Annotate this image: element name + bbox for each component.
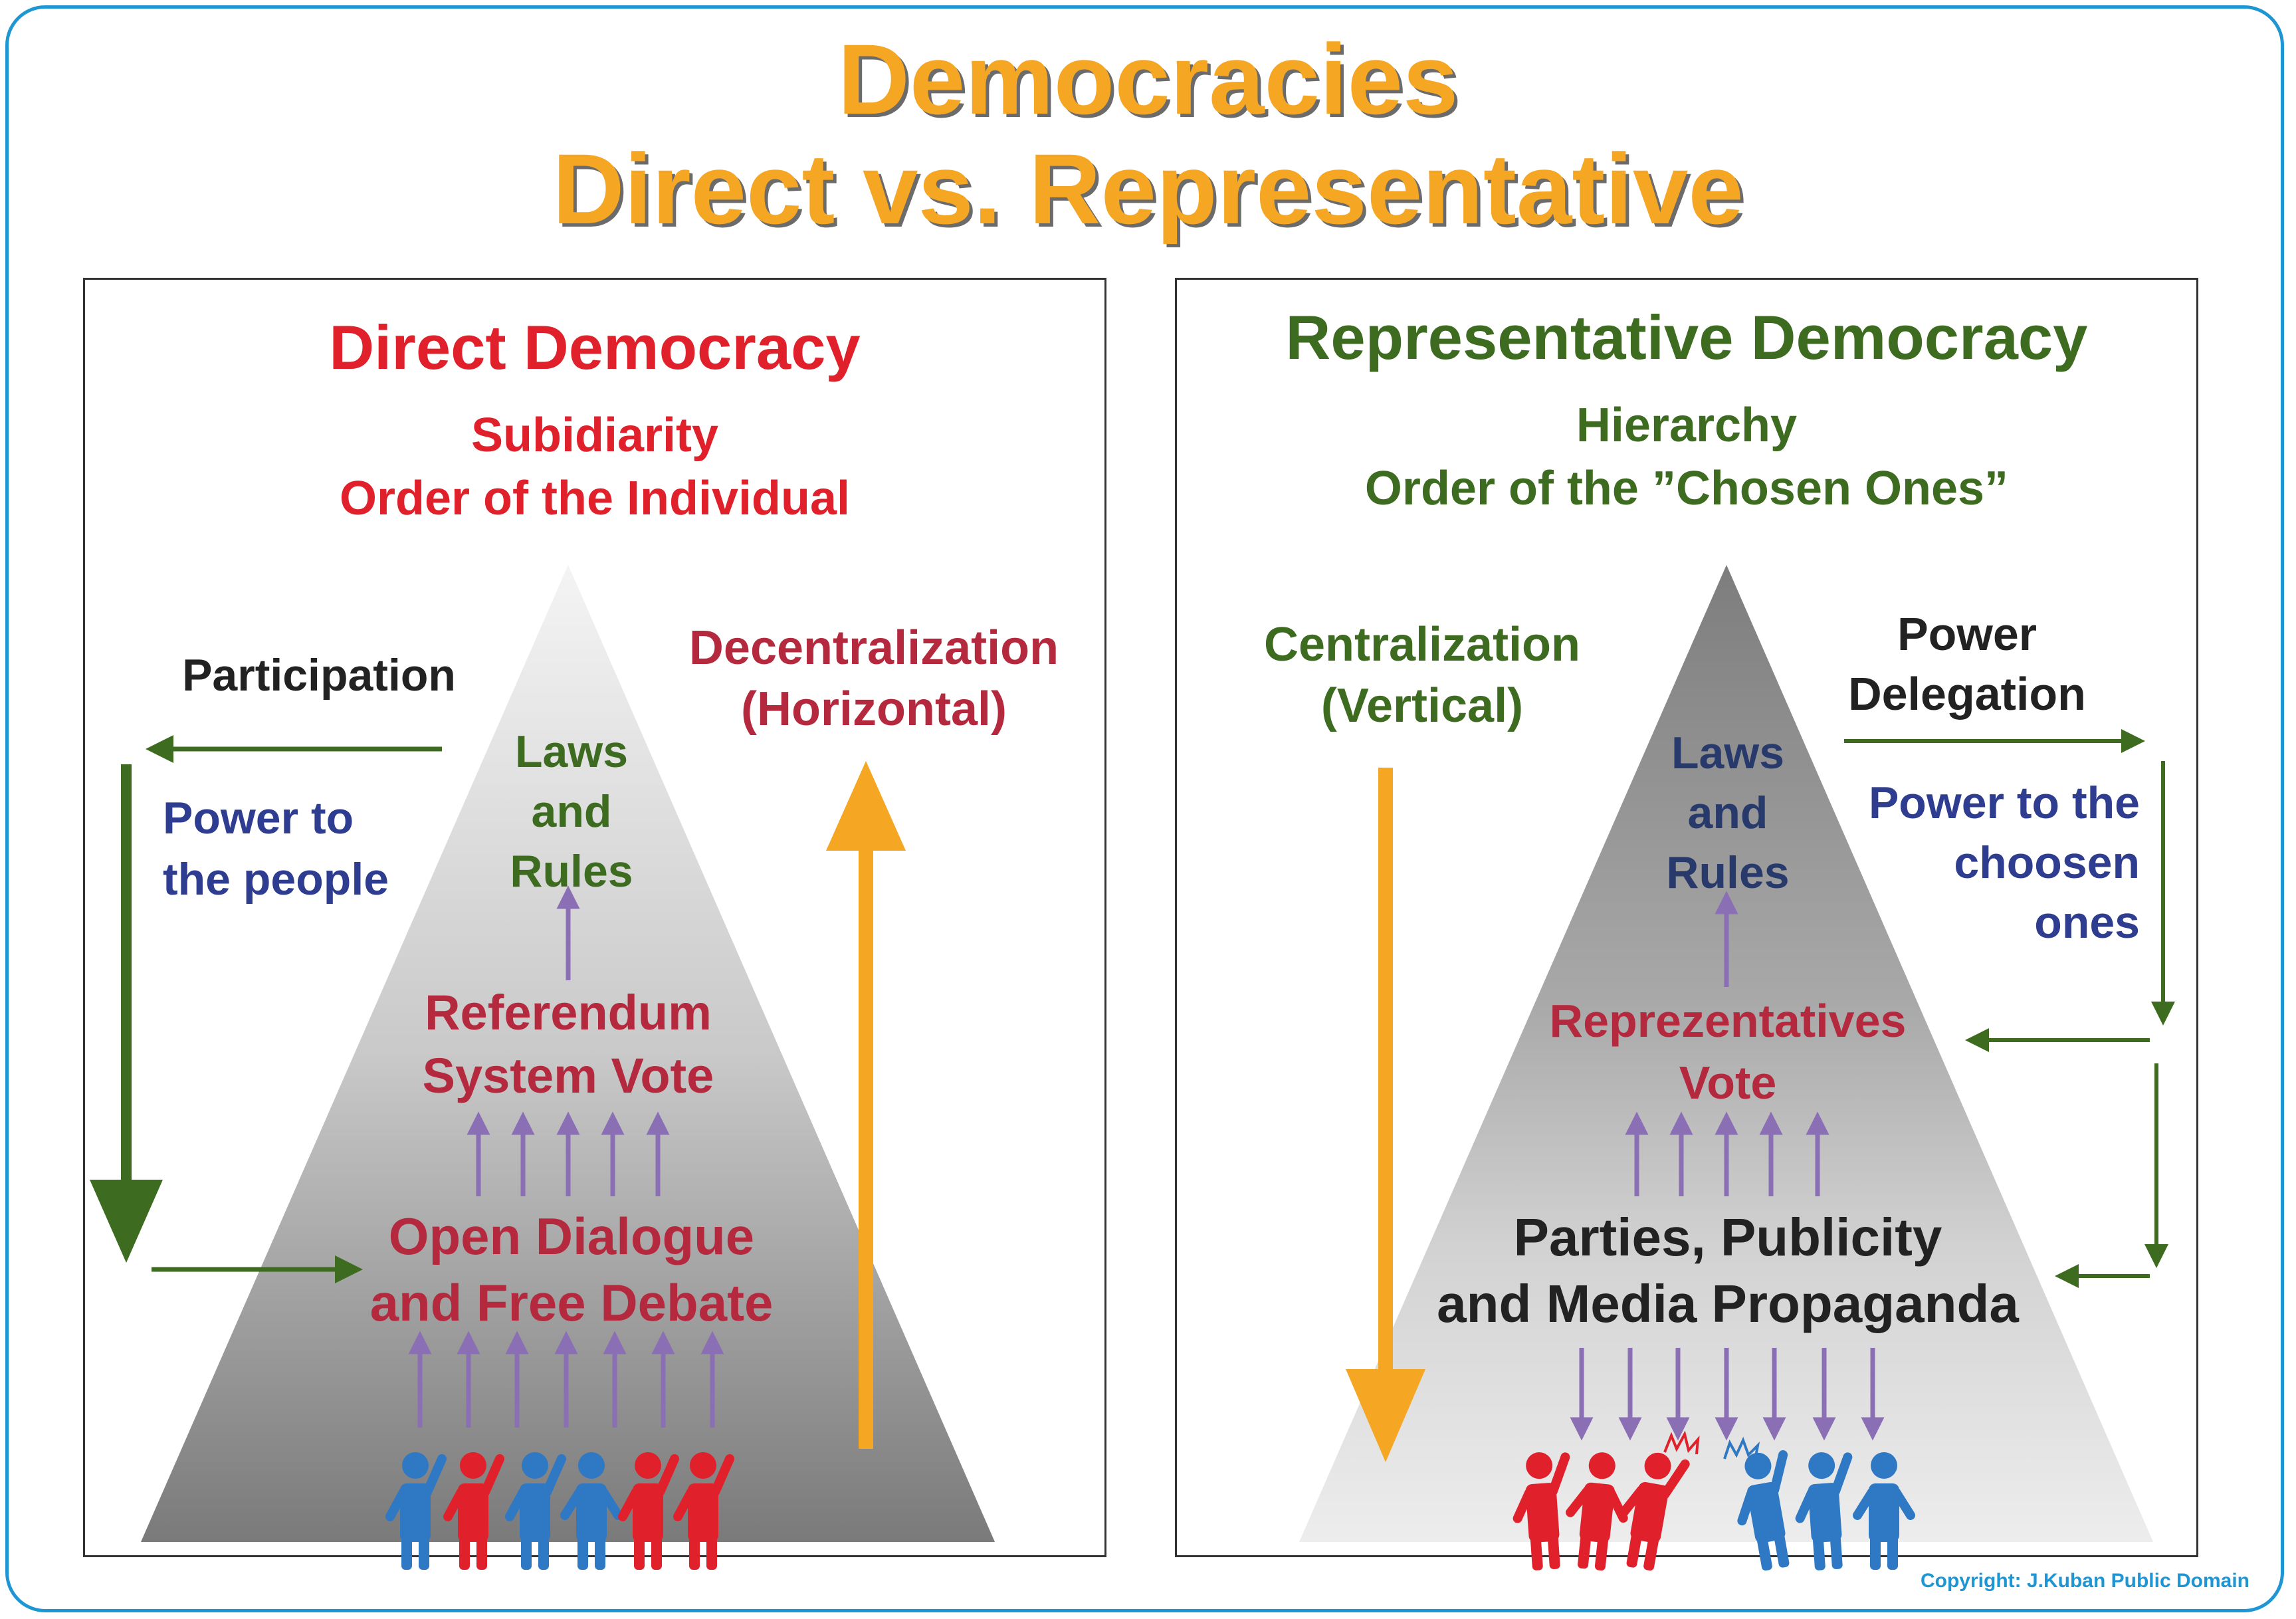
conflict-spark-red [1663, 1430, 1700, 1455]
person-figure [1853, 1452, 1915, 1570]
direct-subtitle-1: Subidiarity [470, 409, 719, 462]
decentralization-arrow-head [826, 761, 906, 851]
person-figure [673, 1452, 734, 1570]
direct-subtitle-2: Order of the Individual [339, 472, 851, 525]
power-to-chosen-line2: choosen [1954, 837, 2140, 888]
representative-laws-line3: Rules [1666, 847, 1790, 898]
representative-subtitle-2: Order of the ”Chosen Ones” [1364, 462, 2009, 515]
person-figure [1513, 1452, 1570, 1570]
copyright: Copyright: J.Kuban Public Domain [1920, 1570, 2249, 1592]
direct-pyramid [141, 565, 995, 1542]
power-to-people-line1: Power to [163, 793, 354, 843]
centralization-line2: (Vertical) [1320, 679, 1524, 732]
dialogue-line2: and Free Debate [369, 1273, 774, 1332]
reps-vote-line1: Reprezentatives [1549, 995, 1907, 1047]
person-figure [505, 1452, 566, 1570]
direct-laws-line3: Rules [510, 846, 633, 897]
referendum-line2: System Vote [422, 1048, 714, 1103]
conflict-spark-blue [1723, 1436, 1760, 1461]
person-figure [1566, 1452, 1628, 1571]
person-figure [618, 1452, 679, 1570]
outer-frame [5, 5, 2284, 1612]
representative-laws-line2: and [1687, 788, 1768, 838]
parties-line2: and Media Propaganda [1437, 1274, 2019, 1333]
delegation-line1: Power [1897, 608, 2037, 660]
person-figure [1619, 1452, 1690, 1571]
representative-purple-arrows [1570, 891, 1885, 1441]
power-to-chosen-line1: Power to the [1868, 778, 2140, 828]
direct-people [385, 1452, 734, 1570]
representative-subtitle-1: Hierarchy [1576, 399, 1798, 452]
representative-laws-line1: Laws [1671, 728, 1785, 778]
decentralization-line1: Decentralization [688, 621, 1059, 675]
direct-purple-arrows [408, 885, 724, 1428]
centralization-arrow-head [1346, 1369, 1425, 1462]
person-figure [443, 1452, 504, 1570]
power-to-people-line2: the people [163, 854, 389, 905]
participation-label: Participation [182, 650, 456, 701]
direct-heading: Direct Democracy [329, 312, 861, 382]
direct-laws-line2: and [531, 786, 612, 837]
reps-vote-line2: Vote [1679, 1057, 1777, 1109]
page-title-line1: Democracies [837, 23, 1459, 135]
direct-laws-line1: Laws [514, 726, 629, 777]
person-figure [1795, 1452, 1853, 1570]
delegation-line2: Delegation [1848, 668, 2086, 720]
representative-people [1513, 1450, 1915, 1571]
person-figure [385, 1452, 447, 1570]
person-figure [1737, 1450, 1790, 1571]
power-to-chosen-line3: ones [2034, 897, 2140, 948]
referendum-line1: Referendum [425, 985, 712, 1040]
person-figure [560, 1452, 623, 1570]
representative-heading: Representative Democracy [1285, 302, 2088, 372]
page-title-line2: Direct vs. Representative [552, 133, 1744, 245]
centralization-line1: Centralization [1263, 618, 1581, 671]
parties-line1: Parties, Publicity [1513, 1208, 1942, 1267]
representative-pyramid [1299, 565, 2153, 1542]
dialogue-line1: Open Dialogue [388, 1207, 755, 1265]
power-down-arrow-head [90, 1180, 163, 1263]
decentralization-line2: (Horizontal) [741, 683, 1007, 736]
